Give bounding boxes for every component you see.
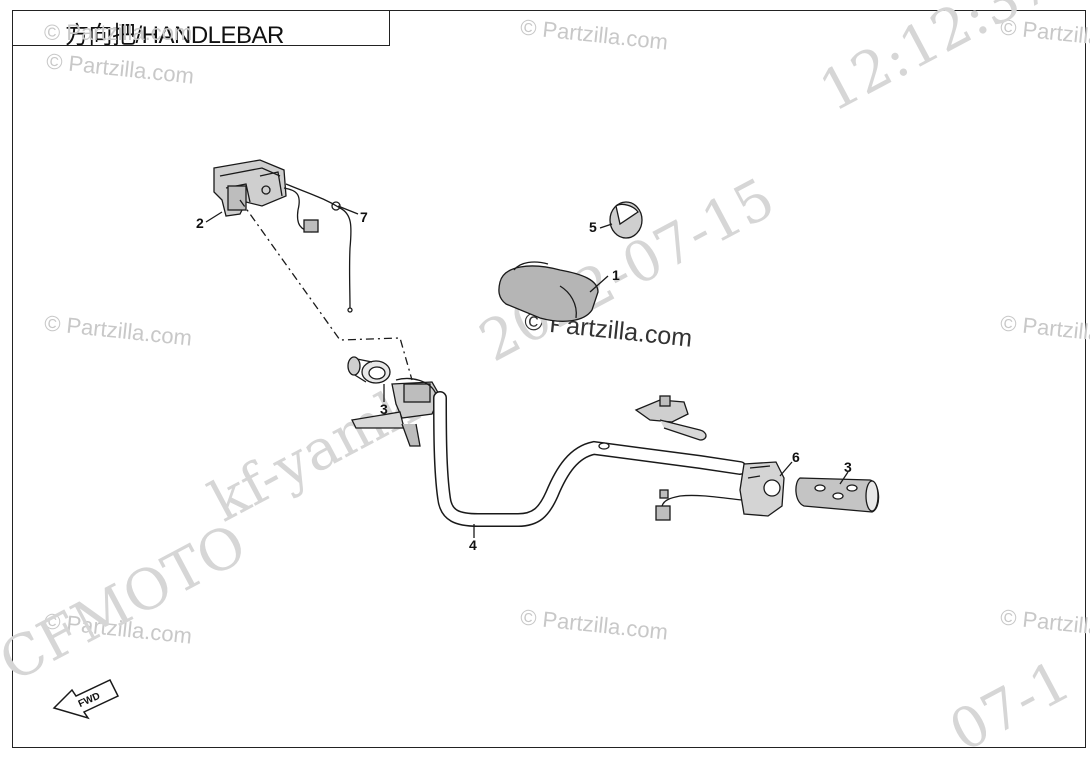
callout-7: 7 bbox=[360, 209, 368, 225]
leader-line bbox=[337, 205, 359, 215]
guide-line bbox=[239, 199, 413, 381]
callout-3-left: 3 bbox=[380, 401, 388, 417]
leader-line bbox=[779, 461, 793, 477]
callout-6: 6 bbox=[792, 449, 800, 465]
part-4-handlebar bbox=[433, 391, 747, 527]
callout-5: 5 bbox=[589, 219, 597, 235]
drawing-frame bbox=[12, 10, 1086, 748]
part-1-handlebar-pad bbox=[498, 261, 599, 322]
leader-line bbox=[205, 211, 223, 223]
part-3-right-grip bbox=[795, 477, 880, 513]
part-5-cap bbox=[609, 201, 643, 239]
leader-line bbox=[599, 223, 613, 229]
leader-line bbox=[839, 471, 849, 485]
callout-3-right: 3 bbox=[844, 459, 852, 475]
part-6-switch-housing bbox=[655, 461, 785, 521]
page-title: 方向把/HANDLEBAR bbox=[65, 22, 284, 49]
callout-1: 1 bbox=[612, 267, 620, 283]
part-3-left-grip bbox=[347, 356, 391, 384]
watermark-site: © Partzilla.com bbox=[44, 20, 193, 45]
callout-4: 4 bbox=[469, 537, 477, 553]
fwd-arrow-icon bbox=[52, 679, 120, 720]
left-brake-assembly bbox=[351, 377, 441, 447]
right-brake-lever bbox=[634, 395, 707, 441]
callout-2: 2 bbox=[196, 215, 204, 231]
title-box: 方向把/HANDLEBAR bbox=[12, 10, 390, 49]
part-7-cable bbox=[285, 183, 353, 313]
leader-line bbox=[589, 275, 609, 293]
part-2-throttle-housing bbox=[213, 159, 319, 233]
